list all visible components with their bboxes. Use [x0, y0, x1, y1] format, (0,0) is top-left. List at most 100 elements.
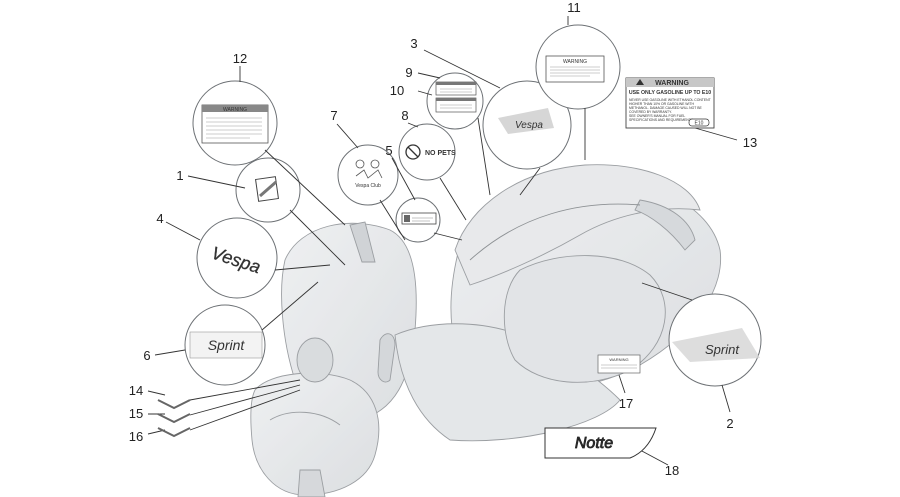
decal-13-line: COVERED BY WARRANTY.	[629, 110, 672, 114]
leader-18	[639, 449, 669, 466]
callout-1: 1	[176, 168, 183, 183]
decal-13-body-lines: NEVER USE GASOLINE WITH ETHANOL CONTENT …	[629, 98, 711, 122]
storage-compartment	[454, 164, 701, 286]
decal-9-label	[435, 81, 477, 96]
decal-17-warning: WARNING	[597, 354, 641, 374]
leader-5	[391, 157, 416, 201]
decal-18-text: Notte	[575, 435, 613, 452]
leader-4b	[274, 264, 331, 271]
leader-3b	[519, 167, 541, 196]
inset-circle-4	[196, 217, 278, 299]
leader-6	[154, 349, 186, 356]
decal-14-16-chevrons	[157, 399, 191, 438]
callout-7: 7	[330, 108, 337, 123]
leader-7	[336, 123, 359, 149]
inset-circle-7	[337, 144, 399, 206]
callout-4: 4	[156, 211, 163, 226]
decal-11-warning: WARNING	[545, 55, 605, 83]
fork	[297, 469, 326, 497]
leader-12b	[264, 149, 346, 226]
leader-8	[407, 122, 419, 128]
decal-13-line: SEE OWNER'S MANUAL FOR FUEL	[629, 114, 685, 118]
leader-6b	[261, 281, 319, 331]
callout-11: 11	[567, 0, 581, 15]
leader-4	[165, 221, 201, 241]
steering-column	[349, 221, 376, 263]
leader-7b	[379, 199, 406, 241]
chevron-14	[157, 399, 191, 410]
rear-body-edge	[634, 199, 696, 251]
callout-5: 5	[385, 143, 392, 158]
callout-9: 9	[405, 65, 412, 80]
leader-lines	[147, 16, 738, 466]
leader-17	[618, 374, 626, 394]
mudguard-edge	[269, 411, 341, 426]
leader-9b	[477, 117, 491, 196]
decal-13-line: NEVER USE GASOLINE WITH ETHANOL CONTENT	[629, 98, 711, 102]
decal-2-text: Sprint	[705, 342, 740, 357]
leader-2b	[721, 384, 731, 413]
horn-cover	[296, 337, 334, 383]
decal-5-label	[401, 212, 437, 225]
callout-6: 6	[143, 348, 150, 363]
leader-1b	[289, 209, 346, 266]
callout-numbers: 11 3 12 9 10 8 7 13 5 1 4 6 14 17 15 2 1…	[129, 0, 757, 478]
decal-1-badge	[255, 176, 279, 202]
decal-13-title: WARNING	[655, 80, 689, 87]
leader-14b	[189, 379, 301, 401]
callout-3: 3	[410, 36, 417, 51]
chevron-15	[157, 413, 191, 424]
leader-9	[417, 72, 441, 79]
leader-10	[417, 90, 433, 96]
callout-8: 8	[401, 108, 408, 123]
decal-13-fuel-warning: WARNING USE ONLY GASOLINE UP TO E10 NEVE…	[625, 77, 715, 129]
leader-1	[187, 175, 246, 189]
decal-12-title: WARNING	[223, 107, 247, 113]
callout-17: 17	[619, 396, 633, 411]
leader-14	[147, 390, 166, 396]
callout-13: 13	[743, 135, 757, 150]
callout-16: 16	[129, 429, 143, 444]
leader-2	[641, 282, 693, 301]
callout-2: 2	[726, 416, 733, 431]
decal-2-sprint: Sprint	[672, 328, 760, 362]
decal-6-text: Sprint	[208, 337, 246, 353]
decal-17-title: WARNING	[609, 357, 628, 362]
leader-16b	[189, 389, 301, 431]
leader-5b	[433, 232, 463, 241]
chevron-16	[157, 427, 191, 438]
leader-3	[423, 49, 501, 89]
callout-14: 14	[129, 383, 143, 398]
leader-8b	[439, 177, 467, 221]
decal-13-line: SPECIFICATIONS AND REQUIREMENTS.	[629, 118, 694, 122]
decal-7-caption: Vespa Club	[355, 183, 381, 189]
side-trim-left	[377, 333, 396, 383]
decal-18-notte: Notte	[544, 427, 657, 459]
callout-12: 12	[233, 51, 247, 66]
callout-18: 18	[665, 463, 679, 478]
decal-13-e10-badge: E10	[695, 121, 704, 127]
decal-10-label	[435, 97, 477, 113]
decal-6-sprint: Sprint	[189, 331, 263, 359]
decal-13-line1: USE ONLY GASOLINE UP TO E10	[629, 90, 711, 96]
decal-8-text: NO PETS	[425, 150, 456, 157]
decal-12-warning: WARNING	[201, 104, 269, 144]
decal-3-side-logo: Vespa	[498, 108, 554, 134]
scooter-body	[250, 164, 722, 497]
decal-13-line: HIGHER THAN 10% OR GASOLINE WITH	[629, 102, 694, 106]
floorboard	[394, 323, 621, 442]
tank-rim	[469, 203, 641, 261]
leader-13	[694, 127, 738, 141]
callout-15: 15	[129, 406, 143, 421]
decal-11-title: WARNING	[563, 59, 587, 65]
inset-circle-8	[398, 123, 456, 181]
decal-8-no-pets: NO PETS	[405, 144, 456, 160]
front-fender	[250, 372, 380, 496]
decal-3-text: Vespa	[515, 120, 543, 131]
callout-10: 10	[390, 83, 404, 98]
decal-13-line: METHANOL. DAMAGE CAUSED WILL NOT BE	[629, 106, 702, 110]
decal-7-club-logo: Vespa Club	[355, 159, 383, 189]
leader-15b	[189, 384, 301, 416]
